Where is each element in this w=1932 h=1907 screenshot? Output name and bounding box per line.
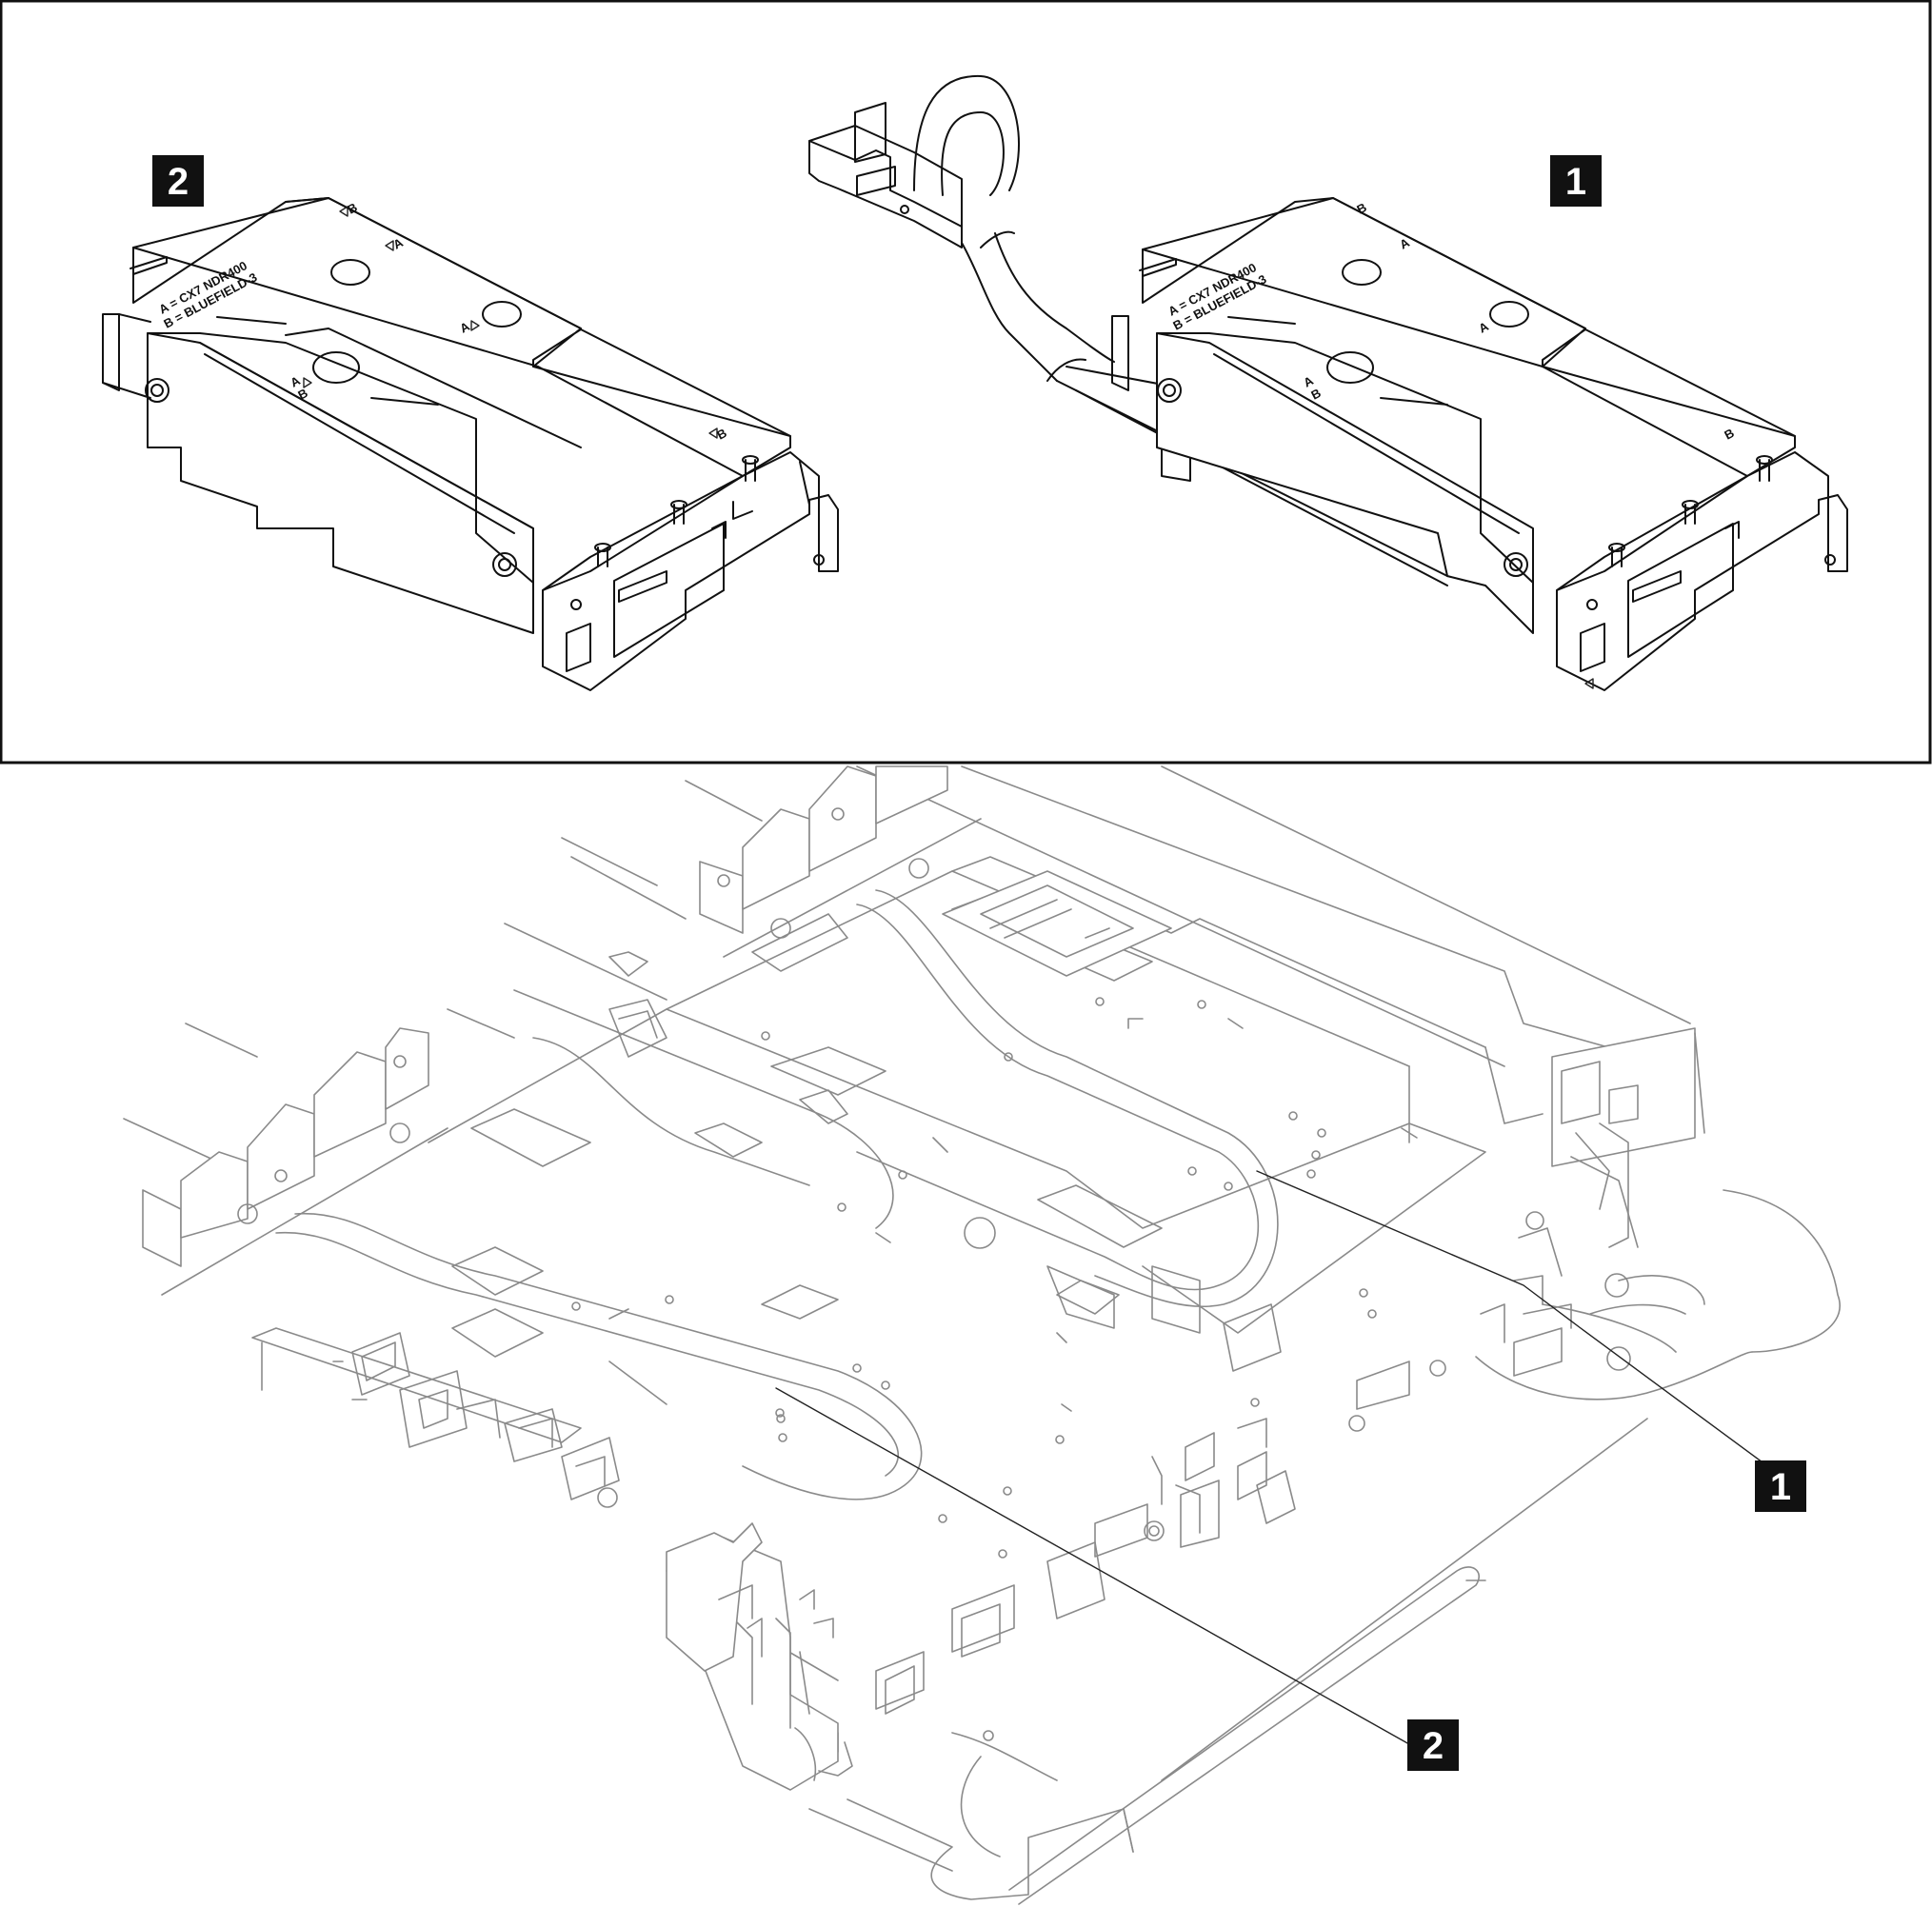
callout-1-top: 1 [1550,155,1602,207]
callout-1-top-text: 1 [1565,161,1586,203]
riser-cage-right: A = CX7 NDR400 B = BLUEFIELD-3 B A A A B… [1111,197,1848,691]
node-tray [123,765,1841,1905]
top-panel-frame [0,0,1932,765]
callout-1-bottom-text: 1 [1770,1466,1791,1508]
riser-cable [808,74,1467,586]
callout-1-bottom: 1 [1755,1460,1806,1512]
callout-2-top: 2 [152,155,204,207]
callout-2-bottom: 2 [1407,1719,1459,1771]
leader-line-2 [775,1387,1410,1745]
riser-cage-left: A = CX7 NDR400 B = BLUEFIELD-3 B A A A B… [102,197,839,691]
callout-2-bottom-text: 2 [1423,1725,1444,1767]
leader-line-1 [1256,1170,1782,1477]
callout-2-top-text: 2 [168,161,189,203]
